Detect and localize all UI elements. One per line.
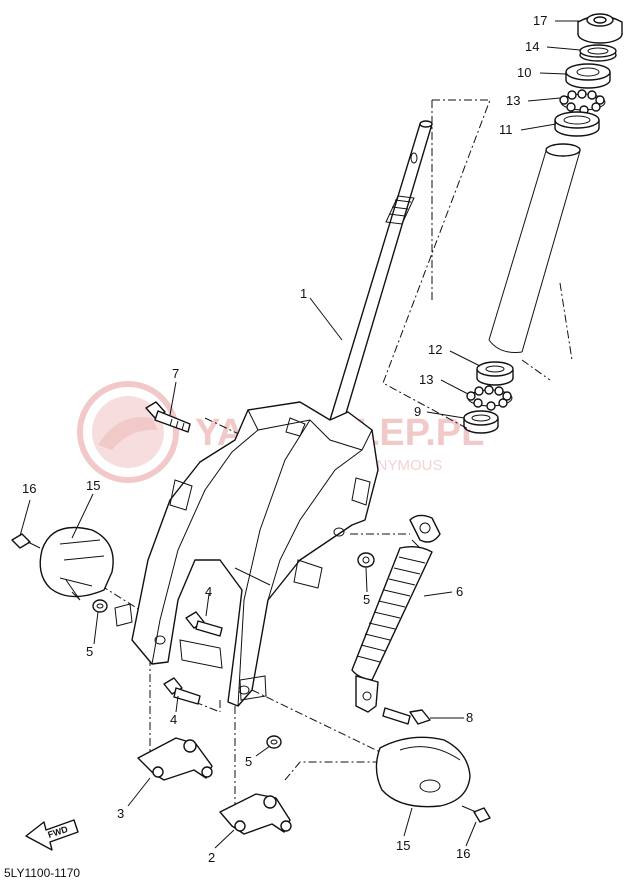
drawing-code: 5LY1100-1170 [4, 866, 80, 880]
callout-14: 14 [525, 39, 539, 54]
part-2-bracket [219, 793, 292, 835]
callout-8: 8 [466, 710, 473, 725]
part-16-screw-left [11, 533, 41, 549]
callout-5-low: 5 [245, 754, 252, 769]
callout-17: 17 [533, 13, 547, 28]
callouts: 17 14 10 13 11 1 12 13 9 7 16 15 6 5 4 5… [22, 13, 547, 865]
part-13-ball-bearing-lower [466, 385, 513, 411]
callout-4-lower: 4 [170, 712, 177, 727]
callout-4-upper: 4 [205, 584, 212, 599]
leader-lines [19, 20, 581, 849]
part-5-nut-low [266, 735, 282, 749]
part-4-bolt-upper [185, 611, 223, 637]
part-15-cover-right [375, 736, 471, 808]
part-15-cover-left [39, 526, 114, 601]
part-4-bolt-lower [163, 677, 201, 705]
bearing-stack-lower [463, 361, 514, 434]
part-3-bracket [137, 737, 213, 781]
callout-3: 3 [117, 806, 124, 821]
callout-10: 10 [517, 65, 531, 80]
part-10-ring-nut [565, 63, 611, 89]
callout-6: 6 [456, 584, 463, 599]
part-14-lock-washer [579, 44, 617, 62]
callout-7: 7 [172, 366, 179, 381]
part-16-screw-right [461, 805, 491, 823]
callout-13-lower: 13 [419, 372, 433, 387]
part-13-ball-bearing-upper [559, 89, 606, 115]
callout-15-left: 15 [86, 478, 100, 493]
callout-11: 11 [499, 122, 513, 137]
part-17-ring-nut [577, 13, 623, 44]
callout-15-right: 15 [396, 838, 410, 853]
callout-5-mid: 5 [363, 592, 370, 607]
part-9-lower-race [463, 410, 499, 434]
part-5-nut-mid [357, 552, 375, 568]
callout-5-left: 5 [86, 644, 93, 659]
callout-16-right: 16 [456, 846, 470, 861]
callout-16-left: 16 [22, 481, 36, 496]
fork-body [114, 401, 379, 707]
part-8-bolt [382, 707, 431, 725]
fwd-arrow-icon: FWD [25, 819, 79, 851]
head-pipe-tube [488, 143, 581, 381]
part-7-bolt [145, 401, 191, 433]
bearing-stack-upper [488, 13, 623, 381]
part-1-steering-shaft [329, 120, 433, 421]
part-5-nut-left [92, 599, 108, 613]
part-11-upper-race [554, 111, 600, 137]
callout-13-upper: 13 [506, 93, 520, 108]
callout-1: 1 [300, 286, 307, 301]
callout-12: 12 [428, 342, 442, 357]
part-12-lower-race-upper [476, 361, 514, 386]
part-6-shock-absorber [351, 514, 441, 713]
watermark-logo-icon [77, 381, 179, 483]
callout-9: 9 [414, 404, 421, 419]
callout-2: 2 [208, 850, 215, 865]
